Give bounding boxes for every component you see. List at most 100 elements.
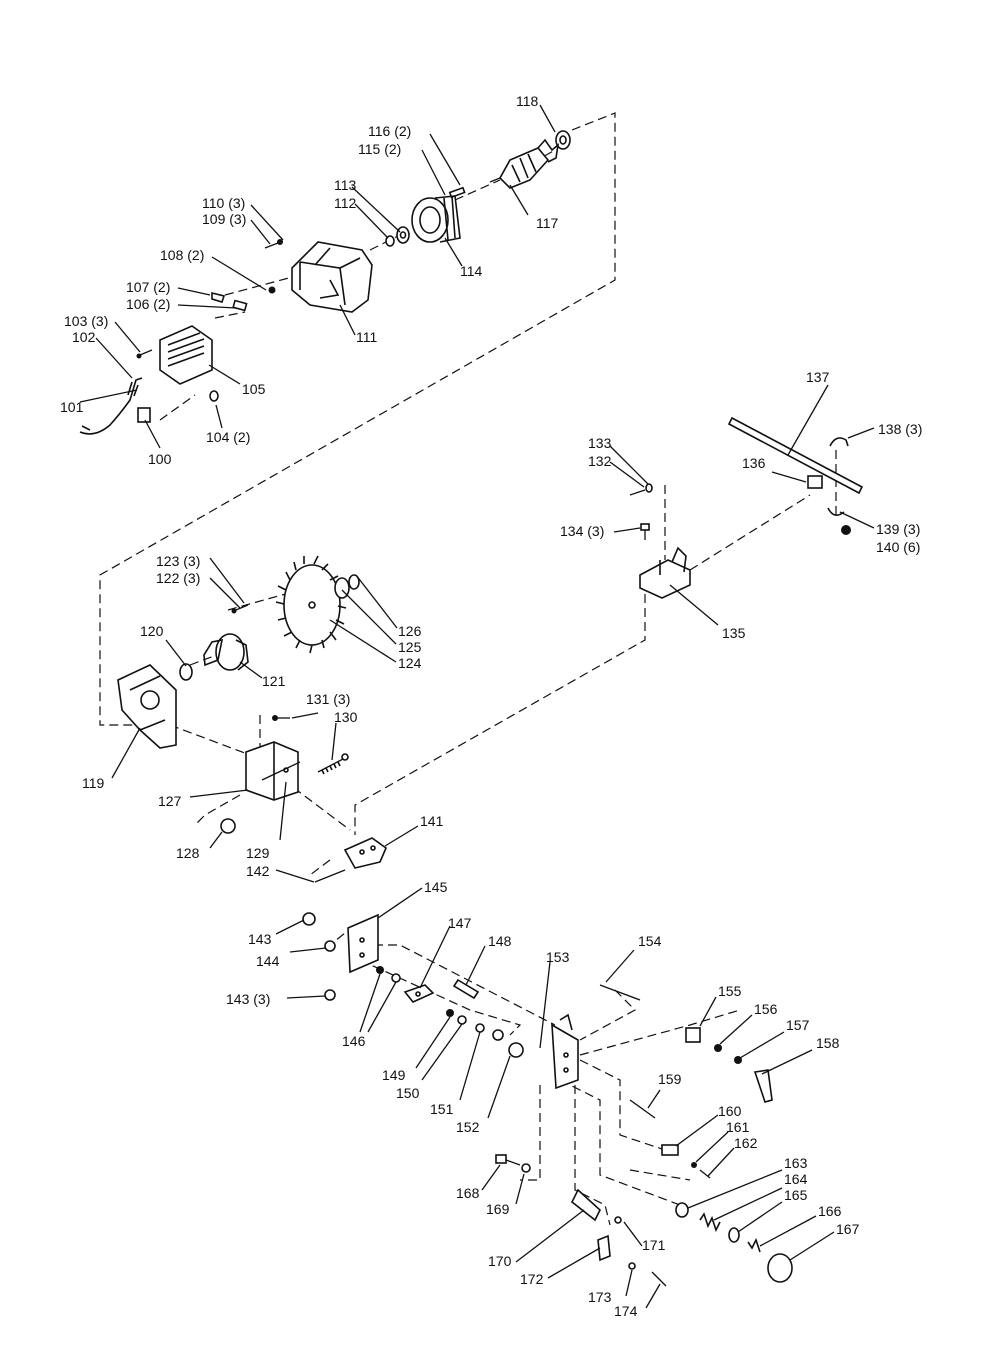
screw-part-103 (136, 349, 153, 359)
bolt-part-130 (317, 753, 349, 775)
label-153: 153 (546, 949, 570, 965)
handle-part-158 (753, 1069, 773, 1103)
nut-part-108 (268, 286, 276, 294)
label-101: 101 (60, 399, 84, 415)
label-143-3: 143 (3) (226, 991, 270, 1007)
label-113: 113 (334, 177, 357, 193)
sleeve-part-148 (452, 978, 480, 1000)
pin-part-142 (314, 869, 346, 883)
nut-part-128 (220, 818, 236, 834)
knob-part-104 (209, 390, 219, 402)
label-168: 168 (456, 1185, 480, 1201)
label-131: 131 (3) (306, 691, 350, 707)
label-108: 108 (2) (160, 247, 204, 263)
label-171: 171 (642, 1237, 666, 1253)
label-106: 106 (2) (126, 296, 170, 312)
washer-part-149-152 (446, 1009, 524, 1058)
label-116: 116 (2) (368, 123, 411, 139)
label-150: 150 (396, 1085, 420, 1101)
label-110: 110 (3) (202, 195, 245, 211)
sleeve-part-155-157 (685, 1027, 742, 1064)
label-174: 174 (614, 1303, 638, 1319)
label-160: 160 (718, 1103, 742, 1119)
label-118: 118 (516, 93, 539, 109)
label-120: 120 (140, 623, 164, 639)
label-128: 128 (176, 845, 200, 861)
label-140: 140 (6) (876, 539, 920, 555)
label-159: 159 (658, 1071, 682, 1087)
label-134: 134 (3) (560, 523, 604, 539)
parts (79, 130, 864, 1287)
label-132: 132 (588, 453, 612, 469)
label-156: 156 (754, 1001, 778, 1017)
bracket-part-135 (639, 546, 691, 599)
label-143: 143 (248, 931, 272, 947)
label-142: 142 (246, 863, 270, 879)
label-133: 133 (588, 435, 612, 451)
screw-part-168-169 (495, 1154, 531, 1173)
screw-part-132-133 (629, 483, 653, 496)
label-152: 152 (456, 1119, 480, 1135)
label-147: 147 (448, 915, 472, 931)
leader-lines (79, 104, 875, 1309)
label-107: 107 (2) (126, 279, 170, 295)
spring-part-163-167 (675, 1202, 793, 1283)
bearing-part-120 (179, 663, 193, 681)
label-100: 100 (148, 451, 172, 467)
label-146: 146 (342, 1033, 366, 1049)
label-155: 155 (718, 983, 742, 999)
label-115: 115 (2) (358, 141, 401, 157)
label-169: 169 (486, 1201, 510, 1217)
washer-part-146 (376, 966, 401, 983)
label-172: 172 (520, 1271, 544, 1287)
washer-part-112-113 (385, 226, 410, 247)
label-114: 114 (460, 263, 483, 279)
label-109: 109 (3) (202, 211, 246, 227)
label-137: 137 (806, 369, 830, 385)
label-119: 119 (82, 775, 105, 791)
label-127: 127 (158, 793, 182, 809)
gear-part-121 (203, 633, 249, 671)
label-164: 164 (784, 1171, 808, 1187)
label-139: 139 (3) (876, 521, 920, 537)
bracket-part-145 (347, 913, 379, 974)
gear-housing-part-119 (117, 664, 177, 749)
label-136: 136 (742, 455, 766, 471)
label-125: 125 (398, 639, 422, 655)
label-158: 158 (816, 1035, 840, 1051)
block-part-147 (403, 984, 435, 1003)
brush-part-115-116 (448, 186, 466, 199)
label-138: 138 (3) (878, 421, 922, 437)
label-135: 135 (722, 625, 746, 641)
part-labels: 118 116 (2) 115 (2) 117 113 112 114 110 … (60, 93, 922, 1319)
field-part-114 (411, 195, 461, 243)
washer-part-144 (324, 940, 336, 952)
label-103: 103 (3) (64, 313, 108, 329)
label-151: 151 (430, 1101, 454, 1117)
label-166: 166 (818, 1203, 842, 1219)
plate-part-141 (343, 837, 387, 869)
label-102: 102 (72, 329, 96, 345)
nut-part-143 (302, 912, 316, 926)
label-124: 124 (398, 655, 422, 671)
label-165: 165 (784, 1187, 808, 1203)
bolt-part-159 (629, 1099, 656, 1119)
bearing-part-118 (555, 130, 571, 150)
brush-holder-part-106-107 (211, 291, 248, 312)
label-121: 121 (262, 673, 286, 689)
label-111: 111 (356, 329, 377, 345)
label-157: 157 (786, 1017, 810, 1033)
label-129: 129 (246, 845, 270, 861)
label-163: 163 (784, 1155, 808, 1171)
label-130: 130 (334, 709, 358, 725)
label-123: 123 (3) (156, 553, 200, 569)
screw-part-109-110 (264, 239, 283, 249)
label-144: 144 (256, 953, 280, 969)
label-148: 148 (488, 933, 512, 949)
screw-part-122-123 (231, 604, 249, 614)
cord-part-100-102 (79, 377, 151, 435)
label-105: 105 (242, 381, 266, 397)
assembly-lines (99, 112, 837, 1226)
clip-part-160-162 (661, 1144, 711, 1179)
